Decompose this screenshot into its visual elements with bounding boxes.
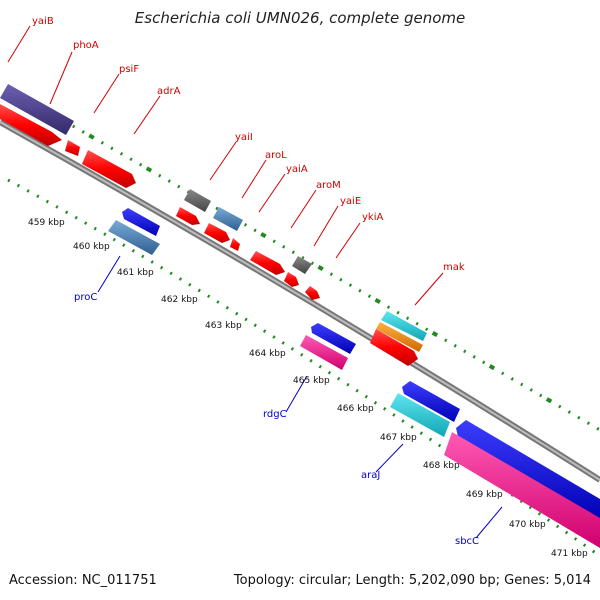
map-title: Escherichia coli UMN026, complete genome xyxy=(134,9,466,27)
label-yaiA: yaiA xyxy=(286,164,308,175)
accession-text: Accession: NC_011751 xyxy=(9,573,157,588)
tick-label: 471 kbp xyxy=(551,549,588,559)
bottom-leader-lines xyxy=(97,255,503,539)
label-mak: mak xyxy=(443,262,465,273)
label-aroM: aroM xyxy=(316,180,341,191)
label-yaiB: yaiB xyxy=(32,16,54,27)
gene-red-mak-adj[interactable] xyxy=(370,329,418,366)
gene-rdgC[interactable] xyxy=(300,335,348,370)
label-phoA: phoA xyxy=(73,40,99,51)
outer-dotted-track-ticks xyxy=(5,86,600,432)
gene-psiF[interactable] xyxy=(65,140,80,156)
gene-phoA[interactable] xyxy=(0,104,62,146)
gene-red-small-3[interactable] xyxy=(284,272,299,287)
tick-label: 464 kbp xyxy=(249,349,286,359)
label-rdgC: rdgC xyxy=(263,409,287,420)
gene-ykiA[interactable] xyxy=(305,286,320,300)
gene-yaiE[interactable] xyxy=(292,256,312,274)
label-ykiA: ykiA xyxy=(362,212,383,223)
tick-label: 461 kbp xyxy=(117,268,154,278)
gene-orange[interactable] xyxy=(376,322,423,352)
kbp-scale-labels: 459 kbp 460 kbp 461 kbp 462 kbp 463 kbp … xyxy=(28,218,588,559)
top-leader-lines xyxy=(7,25,444,306)
tick-label: 465 kbp xyxy=(293,376,330,386)
gene-mak[interactable] xyxy=(381,311,427,341)
genome-backbone-highlight xyxy=(0,121,600,481)
gene-red-small-2[interactable] xyxy=(204,223,230,243)
label-yaiI: yaiI xyxy=(235,132,253,143)
gene-blue-araJ-adj[interactable] xyxy=(402,381,460,422)
gene-yaiA[interactable] xyxy=(230,238,240,251)
gene-adrA[interactable] xyxy=(82,150,136,188)
label-adrA: adrA xyxy=(157,86,181,97)
tick-label: 469 kbp xyxy=(466,490,503,500)
inner-dotted-track xyxy=(7,178,600,558)
label-proC: proC xyxy=(74,292,97,303)
gene-yaiI[interactable] xyxy=(184,189,211,212)
tick-label: 459 kbp xyxy=(28,218,65,228)
label-aroL: aroL xyxy=(265,150,287,161)
gene-aroL[interactable] xyxy=(213,207,243,231)
tick-label: 466 kbp xyxy=(337,404,374,414)
label-yaiE: yaiE xyxy=(340,196,361,207)
gene-blue-long[interactable] xyxy=(456,420,600,520)
tick-label: 467 kbp xyxy=(380,433,417,443)
tick-label: 462 kbp xyxy=(161,295,198,305)
gene-sbcC[interactable] xyxy=(444,432,600,548)
gene-aroM[interactable] xyxy=(250,251,285,275)
label-araJ: araJ xyxy=(361,470,380,481)
gene-red-small-1[interactable] xyxy=(176,207,200,225)
label-psiF: psiF xyxy=(119,64,139,75)
tick-label: 460 kbp xyxy=(73,242,110,252)
gene-blue-rdgC-adj[interactable] xyxy=(311,323,356,354)
label-sbcC: sbcC xyxy=(455,536,479,547)
tick-label: 470 kbp xyxy=(509,520,546,530)
gene-yaiB[interactable] xyxy=(0,84,74,135)
gene-araJ[interactable] xyxy=(390,393,450,437)
gene-blue-proC-adj[interactable] xyxy=(122,208,160,236)
tick-label: 468 kbp xyxy=(423,461,460,471)
tick-label: 463 kbp xyxy=(205,321,242,331)
gene-proC[interactable] xyxy=(108,220,160,255)
topology-summary: Topology: circular; Length: 5,202,090 bp… xyxy=(233,573,591,588)
